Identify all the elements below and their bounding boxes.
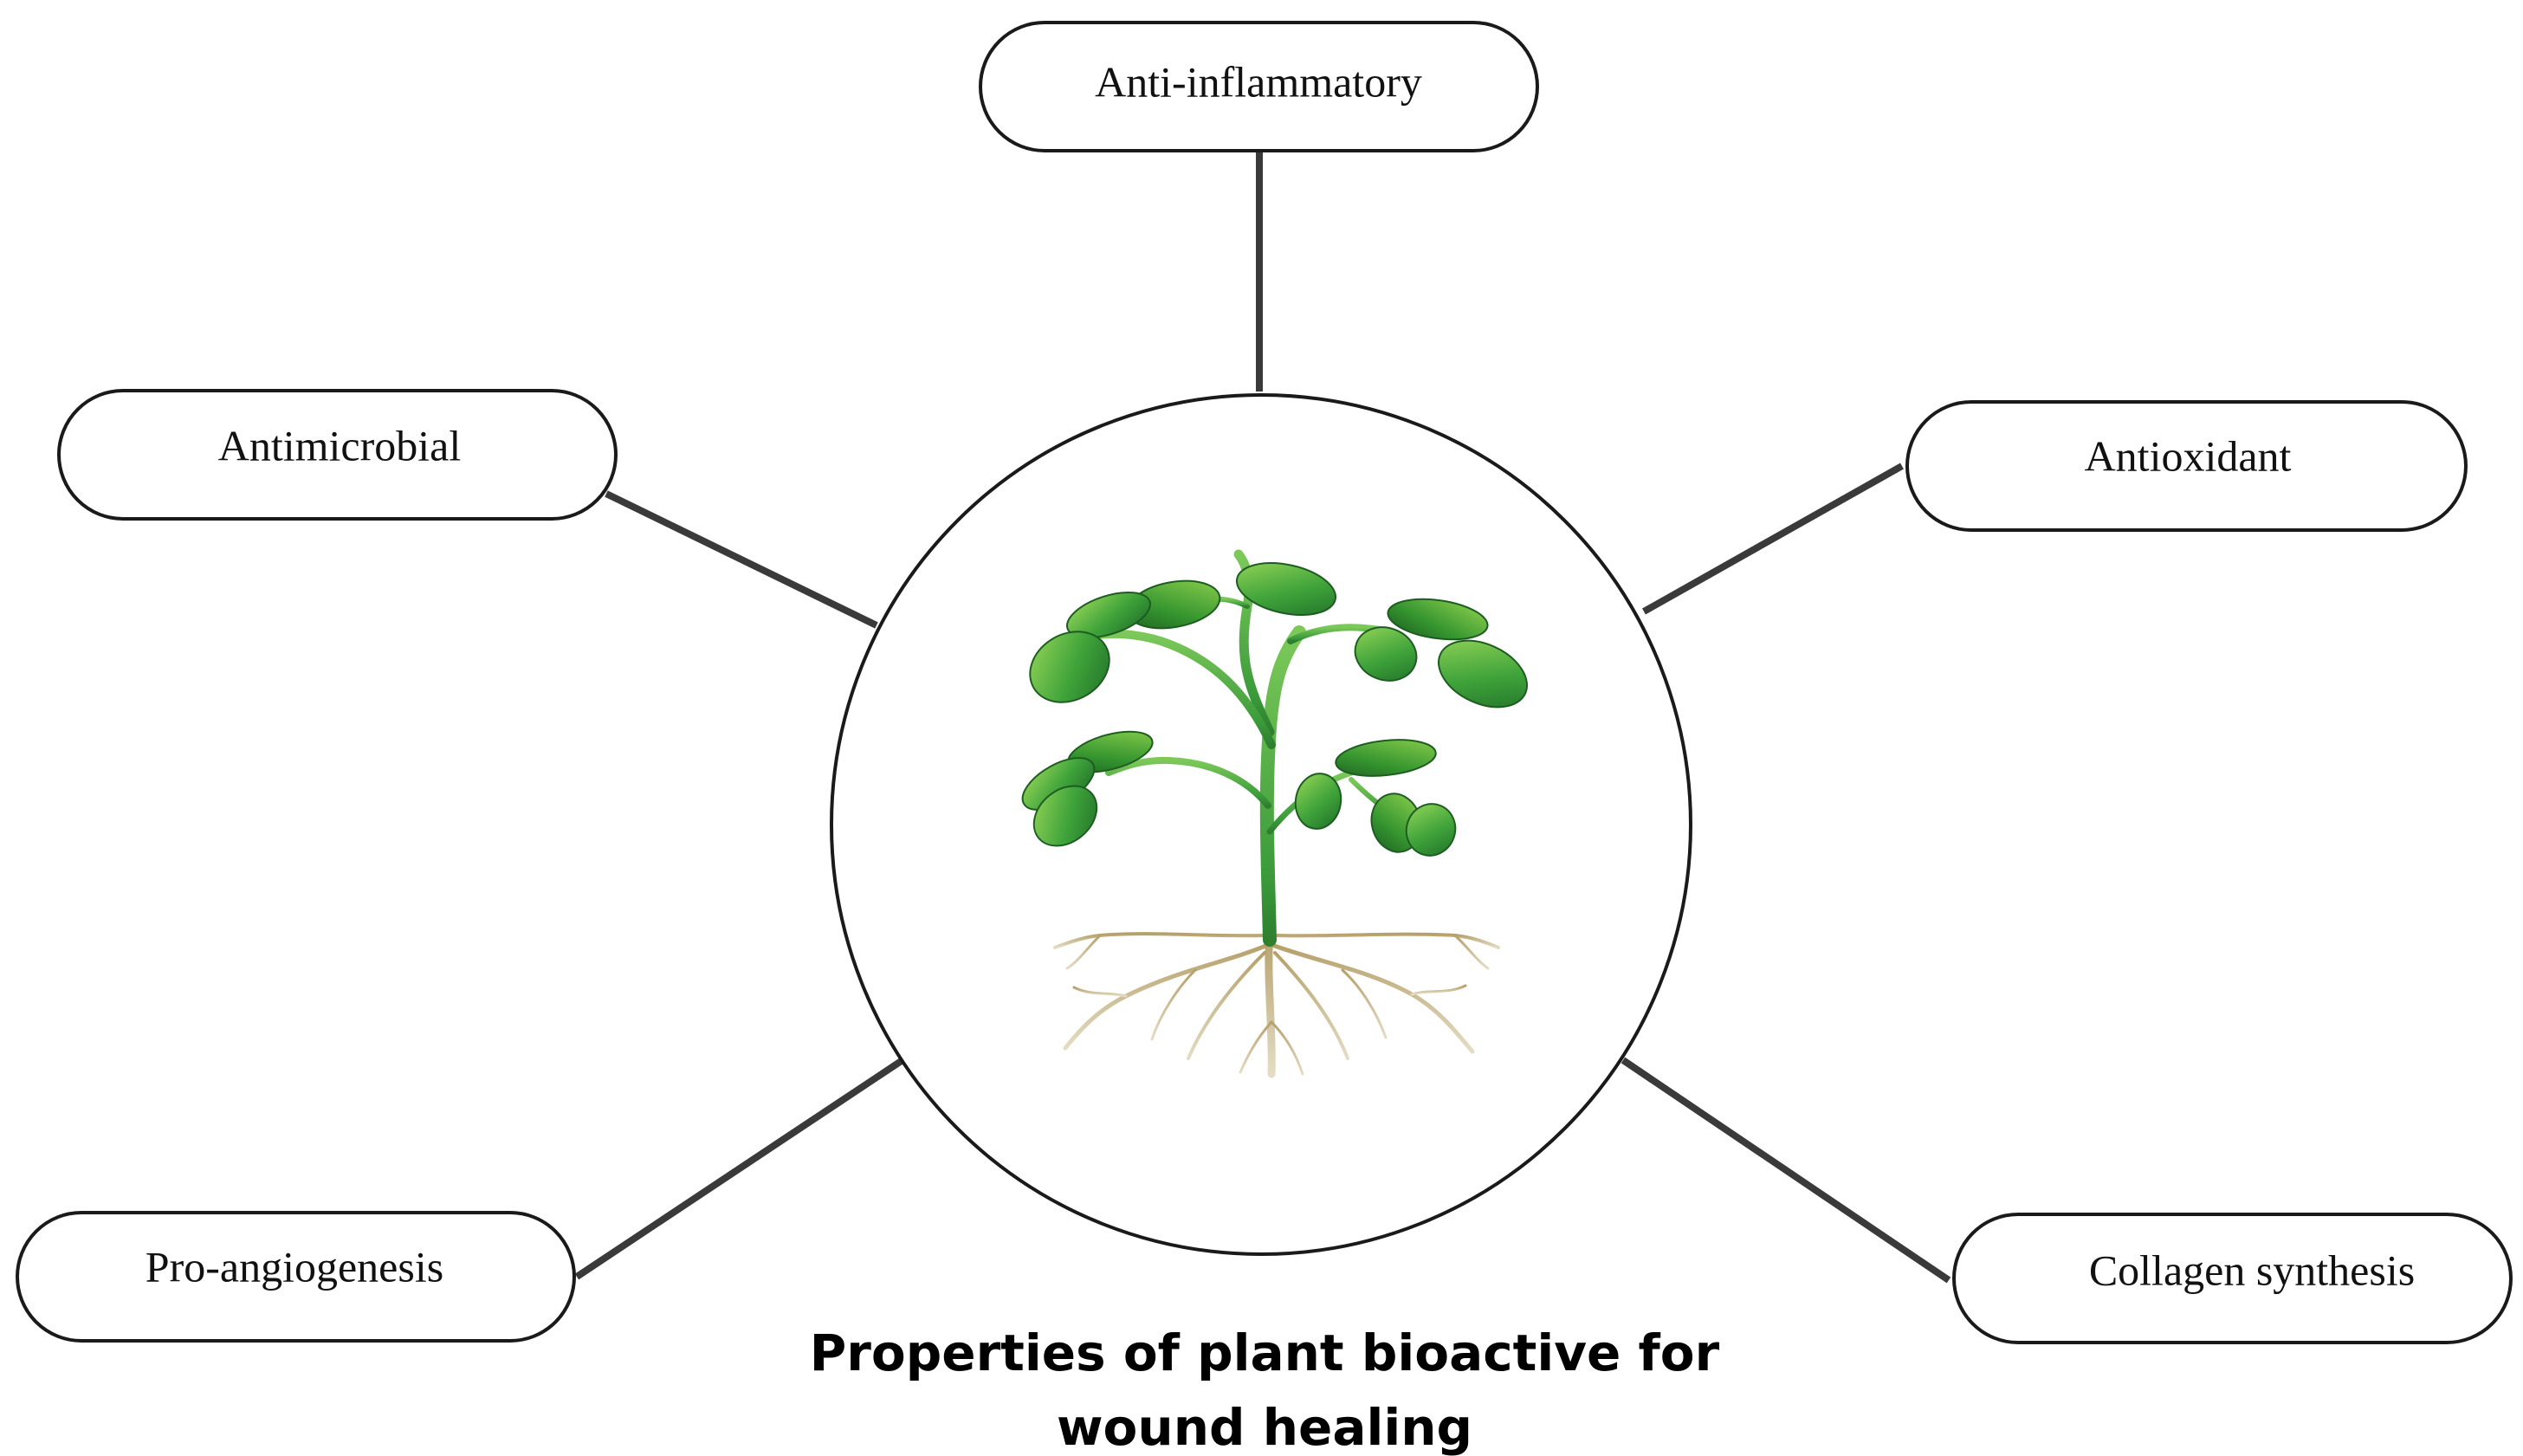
- node-collagen-synthesis: Collagen synthesis: [1952, 1213, 2513, 1344]
- connector-lower-right: [1621, 1057, 1951, 1284]
- node-anti-inflammatory: Anti-inflammatory: [979, 21, 1539, 152]
- node-antimicrobial-label: Antimicrobial: [218, 421, 462, 469]
- node-collagen-synthesis-label: Collagen synthesis: [2089, 1246, 2415, 1294]
- node-anti-inflammatory-label: Anti-inflammatory: [1095, 57, 1422, 106]
- connector-upper-right: [1642, 463, 1904, 615]
- node-antioxidant-label: Antioxidant: [2085, 431, 2292, 480]
- connector-upper-left: [605, 490, 878, 629]
- diagram-caption: Properties of plant bioactive for wound …: [810, 1323, 1720, 1456]
- caption-line-2: wound healing: [1057, 1398, 1472, 1456]
- node-pro-angiogenesis-label: Pro-angiogenesis: [146, 1242, 443, 1291]
- node-antimicrobial: Antimicrobial: [57, 389, 618, 521]
- caption-line-1: Properties of plant bioactive for: [810, 1323, 1720, 1382]
- plant-seedling-icon: [1021, 549, 1529, 1078]
- node-pro-angiogenesis: Pro-angiogenesis: [16, 1211, 576, 1343]
- node-antioxidant: Antioxidant: [1905, 400, 2468, 532]
- connector-lower-left: [574, 1057, 905, 1280]
